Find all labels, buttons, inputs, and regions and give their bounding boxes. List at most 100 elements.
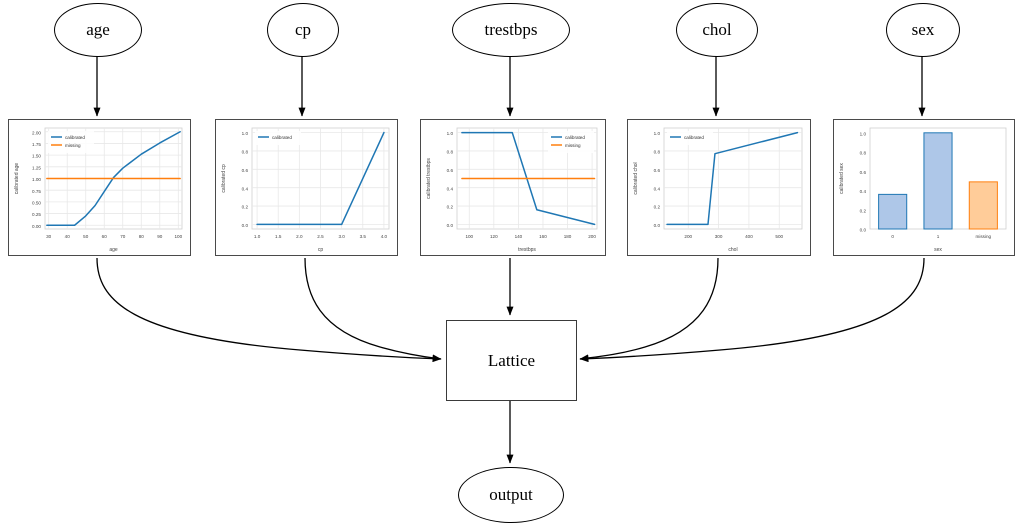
svg-text:0.0: 0.0 bbox=[860, 228, 867, 233]
svg-text:0.50: 0.50 bbox=[32, 200, 41, 205]
svg-text:100: 100 bbox=[465, 234, 473, 239]
node-trestbps-label: trestbps bbox=[484, 20, 538, 39]
svg-text:40: 40 bbox=[65, 234, 71, 239]
svg-text:1.00: 1.00 bbox=[32, 177, 41, 182]
svg-text:0.4: 0.4 bbox=[242, 186, 249, 191]
svg-text:0.6: 0.6 bbox=[447, 168, 454, 173]
svg-text:calibrated: calibrated bbox=[565, 135, 585, 140]
node-cp[interactable]: cp bbox=[267, 3, 339, 57]
svg-text:calibrated sex: calibrated sex bbox=[839, 163, 845, 194]
svg-text:140: 140 bbox=[515, 234, 523, 239]
svg-text:0.00: 0.00 bbox=[32, 224, 41, 229]
lattice-label: Lattice bbox=[487, 350, 536, 370]
svg-text:calibrated: calibrated bbox=[272, 135, 292, 140]
svg-text:0: 0 bbox=[891, 234, 894, 239]
svg-text:100: 100 bbox=[174, 234, 182, 239]
svg-text:1.0: 1.0 bbox=[242, 131, 249, 136]
node-sex-label: sex bbox=[911, 20, 935, 39]
svg-text:0.0: 0.0 bbox=[447, 223, 454, 228]
node-cp-label: cp bbox=[294, 20, 312, 39]
node-sex[interactable]: sex bbox=[886, 3, 960, 57]
svg-text:0.25: 0.25 bbox=[32, 212, 41, 217]
node-output-label: output bbox=[489, 485, 533, 504]
svg-text:chol: chol bbox=[728, 247, 737, 253]
svg-text:missing: missing bbox=[565, 143, 581, 148]
svg-text:0.2: 0.2 bbox=[654, 205, 661, 210]
svg-text:0.6: 0.6 bbox=[860, 170, 867, 175]
chart-trestbps: 0.0 0.2 0.4 0.6 0.8 1.0 100 120 140 160 180 200 cali… bbox=[426, 127, 598, 253]
svg-text:0.75: 0.75 bbox=[32, 189, 41, 194]
svg-text:missing: missing bbox=[65, 143, 81, 148]
svg-text:cp: cp bbox=[318, 247, 324, 253]
svg-text:missing: missing bbox=[976, 234, 992, 239]
svg-text:calibrated chol: calibrated chol bbox=[633, 162, 639, 194]
node-output[interactable]: output bbox=[458, 467, 564, 523]
node-trestbps[interactable]: trestbps bbox=[452, 3, 570, 57]
svg-text:0.6: 0.6 bbox=[242, 168, 249, 173]
svg-text:30: 30 bbox=[46, 234, 52, 239]
edge-ageplot-to-lattice bbox=[96, 257, 442, 363]
svg-text:trestbps: trestbps bbox=[518, 247, 536, 253]
svg-text:50: 50 bbox=[83, 234, 89, 239]
plot-frame-age: 0.00 0.25 0.50 0.75 1.00 1.25 1.50 1.75 2.00 30 40… bbox=[8, 119, 191, 256]
node-age[interactable]: age bbox=[54, 3, 142, 57]
svg-text:2.0: 2.0 bbox=[296, 234, 303, 239]
svg-text:0.0: 0.0 bbox=[242, 223, 249, 228]
svg-text:120: 120 bbox=[490, 234, 498, 239]
svg-text:1.25: 1.25 bbox=[32, 165, 41, 170]
svg-text:400: 400 bbox=[745, 234, 753, 239]
svg-text:1.0: 1.0 bbox=[860, 131, 867, 136]
svg-text:1: 1 bbox=[937, 234, 940, 239]
svg-text:0.8: 0.8 bbox=[242, 150, 249, 155]
svg-text:200: 200 bbox=[684, 234, 692, 239]
svg-text:1.5: 1.5 bbox=[275, 234, 282, 239]
plot-frame-sex: 0.0 0.2 0.4 0.6 0.8 1.0 0 1 missing sex calibrated… bbox=[833, 119, 1015, 256]
lattice-node[interactable]: Lattice bbox=[446, 320, 577, 401]
svg-text:2.5: 2.5 bbox=[317, 234, 324, 239]
svg-text:1.50: 1.50 bbox=[32, 154, 41, 159]
plot-frame-chol: 0.0 0.2 0.4 0.6 0.8 1.0 200 300 400 500 calibrated… bbox=[627, 119, 811, 256]
node-chol-label: chol bbox=[702, 20, 732, 39]
svg-text:0.4: 0.4 bbox=[860, 189, 867, 194]
svg-text:0.8: 0.8 bbox=[447, 150, 454, 155]
svg-text:1.75: 1.75 bbox=[32, 142, 41, 147]
svg-text:1.0: 1.0 bbox=[254, 234, 261, 239]
svg-text:age: age bbox=[109, 247, 118, 253]
svg-text:0.6: 0.6 bbox=[654, 168, 661, 173]
node-age-label: age bbox=[86, 20, 110, 39]
node-chol[interactable]: chol bbox=[676, 3, 758, 57]
chart-sex: 0.0 0.2 0.4 0.6 0.8 1.0 0 1 missing sex calibrated… bbox=[839, 127, 1007, 253]
edge-cholplot-to-lattice bbox=[579, 257, 719, 362]
svg-text:160: 160 bbox=[539, 234, 547, 239]
svg-text:300: 300 bbox=[715, 234, 723, 239]
plot-frame-trestbps: 0.0 0.2 0.4 0.6 0.8 1.0 100 120 140 160 180 200 cali… bbox=[420, 119, 606, 256]
chart-chol: 0.0 0.2 0.4 0.6 0.8 1.0 200 300 400 500 calibrated… bbox=[633, 127, 803, 253]
svg-text:80: 80 bbox=[139, 234, 145, 239]
svg-text:calibrated cp: calibrated cp bbox=[221, 164, 227, 193]
svg-text:0.8: 0.8 bbox=[860, 151, 867, 156]
svg-text:2.00: 2.00 bbox=[32, 130, 41, 135]
svg-text:1.0: 1.0 bbox=[447, 131, 454, 136]
chart-age: 0.00 0.25 0.50 0.75 1.00 1.25 1.50 1.75 2.00 30 40… bbox=[14, 127, 183, 253]
svg-text:90: 90 bbox=[157, 234, 163, 239]
edge-sexplot-to-lattice bbox=[579, 257, 925, 363]
svg-text:0.2: 0.2 bbox=[447, 205, 454, 210]
svg-text:1.0: 1.0 bbox=[654, 131, 661, 136]
svg-text:0.2: 0.2 bbox=[860, 208, 867, 213]
svg-text:200: 200 bbox=[588, 234, 596, 239]
svg-text:70: 70 bbox=[120, 234, 126, 239]
svg-text:0.8: 0.8 bbox=[654, 150, 661, 155]
svg-text:calibrated age: calibrated age bbox=[14, 163, 20, 195]
svg-text:3.0: 3.0 bbox=[338, 234, 345, 239]
svg-text:0.0: 0.0 bbox=[654, 223, 661, 228]
svg-text:180: 180 bbox=[564, 234, 572, 239]
svg-text:calibrated trestbps: calibrated trestbps bbox=[426, 158, 432, 199]
svg-text:500: 500 bbox=[775, 234, 783, 239]
svg-text:0.4: 0.4 bbox=[447, 186, 454, 191]
svg-text:sex: sex bbox=[934, 247, 942, 253]
svg-text:4.0: 4.0 bbox=[381, 234, 388, 239]
svg-text:0.4: 0.4 bbox=[654, 186, 661, 191]
